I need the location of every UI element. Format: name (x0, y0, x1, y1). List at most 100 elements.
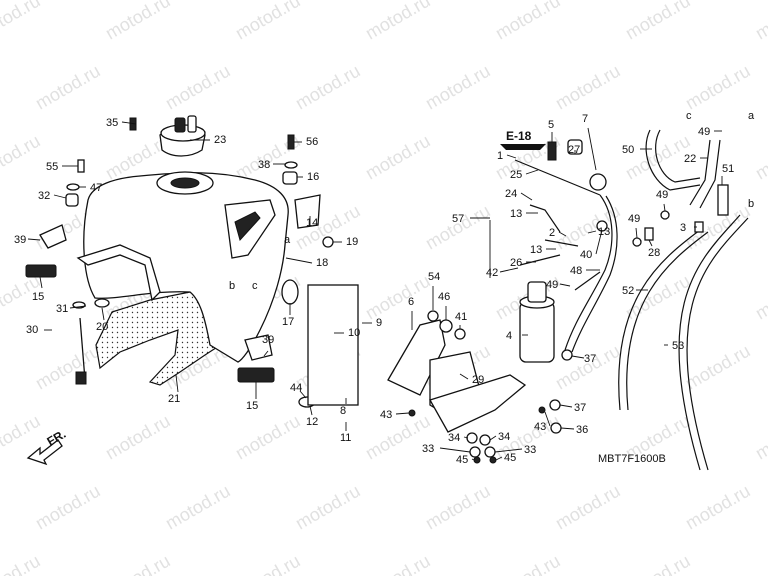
watermark-text: motod.ru (422, 201, 494, 254)
watermark-text: motod.ru (752, 271, 768, 324)
callout-38: 38 (258, 159, 270, 171)
callout-41: 41 (455, 311, 467, 323)
watermark-text: motod.ru (622, 0, 694, 43)
callout-49: 49 (628, 213, 640, 225)
fuel-pump-assembly (519, 281, 555, 363)
callout-28: 28 (648, 247, 660, 259)
fuel-cap-key-2 (187, 115, 197, 133)
watermark-text: motod.ru (752, 551, 768, 576)
bolt-43b (538, 406, 546, 414)
callout-49: 49 (698, 126, 710, 138)
watermark-text: motod.ru (752, 0, 768, 43)
tank-side-insert-inner (234, 211, 261, 242)
watermark-text: motod.ru (232, 0, 304, 43)
fuel-hose-group (489, 139, 618, 353)
watermark-text: motod.ru (362, 131, 434, 184)
watermark-text: motod.ru (162, 61, 234, 114)
leader-line (558, 231, 567, 237)
nut-37b (549, 399, 561, 411)
callout-14: 14 (306, 217, 318, 229)
watermark-text: motod.ru (102, 411, 174, 464)
callout-39: 39 (262, 334, 274, 346)
callout-10: 10 (348, 327, 360, 339)
hose-22 (689, 139, 711, 206)
watermark-text: motod.ru (752, 411, 768, 464)
clip-49c (660, 210, 670, 220)
hose-25 (514, 159, 601, 196)
rubber-16 (282, 171, 298, 185)
fuel-cap-assembly (159, 115, 206, 157)
rubber-41 (454, 328, 466, 340)
callout-16: 16 (307, 171, 319, 183)
callout-17: 17 (282, 316, 294, 328)
main-fuel-hose-edge (571, 195, 618, 353)
callout-15: 15 (246, 400, 258, 412)
watermark-text: motod.ru (492, 0, 564, 43)
leader-line (544, 411, 551, 427)
callout-49: 49 (546, 279, 558, 291)
leader-line (285, 257, 313, 264)
collar-34b (479, 434, 491, 446)
section-reference: E-18 (506, 129, 532, 143)
leader-line (495, 456, 503, 461)
nut-45b (489, 456, 497, 464)
leader-line (463, 436, 469, 439)
callout-54: 54 (428, 271, 440, 283)
watermark-text: motod.ru (362, 551, 434, 576)
watermark-text: motod.ru (552, 61, 624, 114)
bracket-39-left (39, 224, 67, 249)
callout-13: 13 (530, 244, 542, 256)
leader-line (439, 447, 471, 453)
washer-20 (94, 298, 110, 308)
leader-line (175, 374, 179, 393)
watermark-text: motod.ru (292, 61, 364, 114)
watermark-text: motod.ru (102, 0, 174, 43)
leader-line (635, 227, 638, 239)
mount-plate (429, 374, 527, 433)
leader-line (494, 448, 523, 453)
leader-line (299, 390, 307, 399)
leader-line (525, 169, 539, 175)
callout-33: 33 (422, 443, 434, 455)
fuel-pump-4 (519, 301, 555, 363)
clip-5 (547, 141, 557, 161)
watermark-text: motod.ru (292, 481, 364, 534)
callout-44: 44 (290, 382, 302, 394)
callout-34: 34 (448, 432, 460, 444)
callout-35: 35 (106, 117, 118, 129)
callout-48: 48 (570, 265, 582, 277)
watermark-text: motod.ru (362, 0, 434, 43)
watermark-text: motod.ru (492, 551, 564, 576)
filler-neck (170, 177, 200, 189)
callout-32: 32 (38, 190, 50, 202)
fuel-pump-head (527, 281, 547, 303)
callout-31: 31 (56, 303, 68, 315)
leader-line (595, 229, 603, 255)
callout-43: 43 (534, 421, 546, 433)
hose-22-edge (699, 139, 721, 209)
hose-50-edge (655, 129, 701, 183)
leader-line (571, 355, 585, 359)
rubber-33a (469, 446, 481, 458)
hose-48 (574, 271, 601, 291)
clip-28 (644, 227, 654, 241)
nut-37a (561, 349, 573, 361)
watermark-text: motod.ru (622, 131, 694, 184)
callout-7: 7 (582, 113, 588, 125)
rubber-33b (484, 446, 496, 458)
hose-52-edge (626, 231, 709, 411)
leader-line (559, 404, 573, 408)
callout-42: 42 (486, 267, 498, 279)
leader-line (395, 412, 410, 415)
leader-line (459, 373, 469, 380)
watermark-text: motod.ru (32, 341, 104, 394)
fasteners-top-left (65, 117, 334, 308)
callout-33: 33 (524, 444, 536, 456)
leader-line (560, 427, 575, 430)
callout-12: 12 (306, 416, 318, 428)
callout-8: 8 (340, 405, 346, 417)
callout-1: 1 (497, 150, 503, 162)
connection-mark-b: b (748, 198, 754, 210)
drain-tube-30 (79, 317, 86, 381)
